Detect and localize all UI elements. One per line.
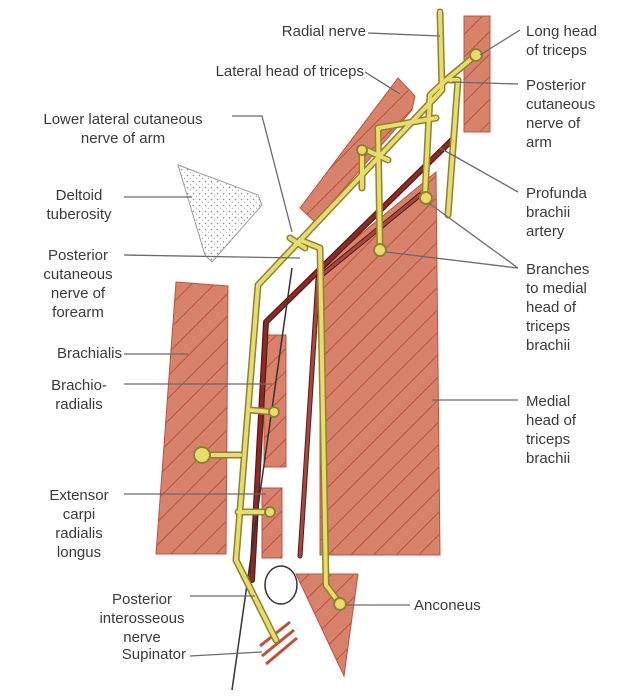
label-radial-nerve: Radial nerve xyxy=(236,22,366,41)
label-deltoid-tuberosity: Deltoid tuberosity xyxy=(36,186,122,224)
label-anconeus: Anconeus xyxy=(414,596,514,615)
label-extensor-carpi-radialis-longus: Extensor carpi radialis longus xyxy=(34,486,124,562)
label-posterior-interosseous-nerve: Posterior interosseous nerve xyxy=(90,590,194,647)
label-branches-to-medial-head: Branches to medial head of triceps brach… xyxy=(526,260,622,355)
supinator-muscle xyxy=(260,622,297,664)
label-medial-head-triceps: Medial head of triceps brachii xyxy=(526,392,622,468)
label-profunda-brachii-artery: Profunda brachii artery xyxy=(526,184,622,241)
label-posterior-cutaneous-nerve-arm: Posterior cutaneous nerve of arm xyxy=(526,76,622,152)
label-lateral-head-triceps: Lateral head of triceps xyxy=(150,62,364,81)
label-brachialis: Brachialis xyxy=(24,344,122,363)
label-posterior-cutaneous-nerve-forearm: Posterior cutaneous nerve of forearm xyxy=(32,246,124,322)
label-supinator: Supinator xyxy=(90,645,186,664)
deltoid-tuberosity-shape xyxy=(178,165,262,262)
brachioradialis-muscle xyxy=(264,335,286,467)
long-head-triceps-muscle xyxy=(464,16,490,132)
brachialis-muscle xyxy=(156,282,228,554)
ecrl-muscle xyxy=(262,488,282,558)
radial-head-oval xyxy=(265,566,297,604)
label-lower-lateral-cutaneous-nerve: Lower lateral cutaneous nerve of arm xyxy=(8,110,238,148)
label-brachioradialis: Brachio- radialis xyxy=(34,376,124,414)
label-long-head-triceps: Long head of triceps xyxy=(526,22,622,60)
